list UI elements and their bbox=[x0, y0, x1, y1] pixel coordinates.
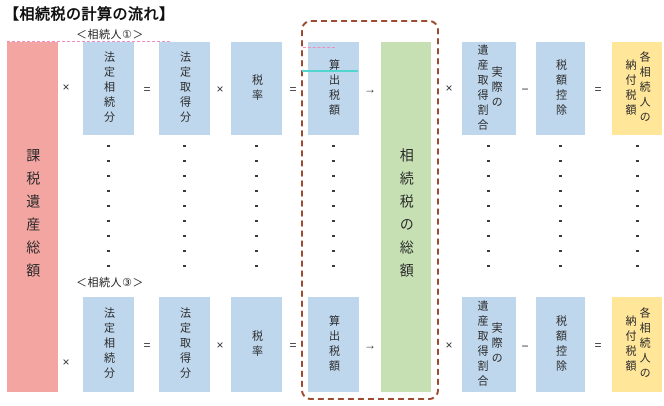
tax-payable-box-row2: 各相続人の 納付税額 bbox=[612, 297, 662, 392]
artifact-cyan-line bbox=[302, 70, 358, 72]
calculated-tax-box-row2: 算出税額 bbox=[308, 297, 359, 392]
heir-1-label: ＜相続人①＞ bbox=[76, 29, 144, 41]
actual-label-row1: 実際の bbox=[490, 66, 503, 111]
multiply-operator-3-row1: × bbox=[445, 81, 453, 95]
statutory-acquired-share-label-row1: 法定取得分 bbox=[178, 51, 191, 126]
statutory-share-label-row1: 法定相続分 bbox=[102, 51, 115, 126]
minus-operator-row1: − bbox=[521, 82, 529, 96]
ellipsis-dots-acquisition-ratio bbox=[487, 145, 490, 268]
equals-operator-2-row1: = bbox=[289, 82, 297, 96]
tax-payable-label-row1: 納付税額 bbox=[624, 58, 636, 119]
statutory-share-label-row2: 法定相続分 bbox=[102, 307, 115, 382]
ellipsis-dots-tax-rate bbox=[255, 145, 258, 268]
artifact-pink-dashed-segment bbox=[303, 47, 335, 48]
actual-label-row2: 実際の bbox=[490, 322, 503, 367]
tax-rate-label-row1: 税率 bbox=[250, 73, 263, 104]
artifact-pink-dashed-line bbox=[7, 41, 170, 42]
statutory-share-box-row2: 法定相続分 bbox=[83, 297, 134, 392]
calculated-tax-label-row1: 算出税額 bbox=[327, 58, 340, 119]
equals-operator-3-row2: = bbox=[594, 338, 602, 352]
statutory-acquired-share-box-row2: 法定取得分 bbox=[159, 297, 210, 392]
actual-acquisition-ratio-box-row2: 実際の 遺産取得割合 bbox=[462, 297, 516, 392]
statutory-acquired-share-label-row2: 法定取得分 bbox=[178, 307, 191, 382]
tax-payable-label-row2: 納付税額 bbox=[624, 314, 636, 375]
acquisition-ratio-label-row2: 遺産取得割合 bbox=[476, 299, 488, 390]
tax-credit-box-row2: 税額控除 bbox=[536, 297, 585, 392]
calculated-tax-label-row2: 算出税額 bbox=[327, 314, 340, 375]
multiply-operator-2-row2: × bbox=[216, 338, 224, 352]
actual-acquisition-ratio-box-row1: 実際の 遺産取得割合 bbox=[462, 42, 516, 135]
ellipsis-dots-tax-credit bbox=[559, 145, 562, 268]
tax-credit-label-row1: 税額控除 bbox=[554, 58, 567, 119]
tax-rate-box-row1: 税率 bbox=[231, 42, 282, 135]
equals-operator-2-row2: = bbox=[289, 338, 297, 352]
tax-credit-box-row1: 税額控除 bbox=[536, 42, 585, 135]
taxable-estate-total-label: 課税遺産総額 bbox=[25, 148, 42, 286]
calculated-tax-box-row1: 算出税額 bbox=[308, 42, 359, 135]
statutory-acquired-share-box-row1: 法定取得分 bbox=[159, 42, 210, 135]
ellipsis-dots-statutory-share bbox=[107, 145, 110, 268]
multiply-operator-2-row1: × bbox=[216, 82, 224, 96]
tax-rate-box-row2: 税率 bbox=[231, 297, 282, 392]
tax-rate-label-row2: 税率 bbox=[250, 329, 263, 360]
diagram-title: 【相続税の計算の流れ】 bbox=[4, 6, 175, 23]
equals-operator-1-row1: = bbox=[143, 82, 151, 96]
ellipsis-dots-tax-payable bbox=[636, 145, 639, 268]
multiply-operator-1-row2: × bbox=[62, 355, 70, 369]
tax-payable-box-row1: 各相続人の 納付税額 bbox=[612, 42, 662, 135]
each-heir-label-row2: 各相続人の bbox=[638, 307, 651, 382]
tax-credit-label-row2: 税額控除 bbox=[554, 314, 567, 375]
multiply-operator-3-row2: × bbox=[445, 338, 453, 352]
heir-3-label: ＜相続人③＞ bbox=[76, 277, 144, 289]
arrow-operator-row1: → bbox=[364, 82, 376, 96]
multiply-operator-1-row1: × bbox=[62, 80, 70, 94]
inheritance-tax-total-label: 相続税の総額 bbox=[398, 148, 415, 286]
acquisition-ratio-label-row1: 遺産取得割合 bbox=[476, 43, 488, 134]
inheritance-tax-total-box: 相続税の総額 bbox=[381, 42, 431, 392]
equals-operator-3-row1: = bbox=[594, 82, 602, 96]
statutory-share-box-row1: 法定相続分 bbox=[83, 42, 134, 135]
arrow-operator-row2: → bbox=[364, 338, 376, 352]
ellipsis-dots-calculated-tax bbox=[332, 145, 335, 268]
minus-operator-row2: − bbox=[521, 339, 529, 353]
each-heir-label-row1: 各相続人の bbox=[638, 51, 651, 126]
ellipsis-dots-acquired-share bbox=[183, 145, 186, 268]
equals-operator-1-row2: = bbox=[143, 338, 151, 352]
taxable-estate-total-box: 課税遺産総額 bbox=[7, 42, 58, 392]
